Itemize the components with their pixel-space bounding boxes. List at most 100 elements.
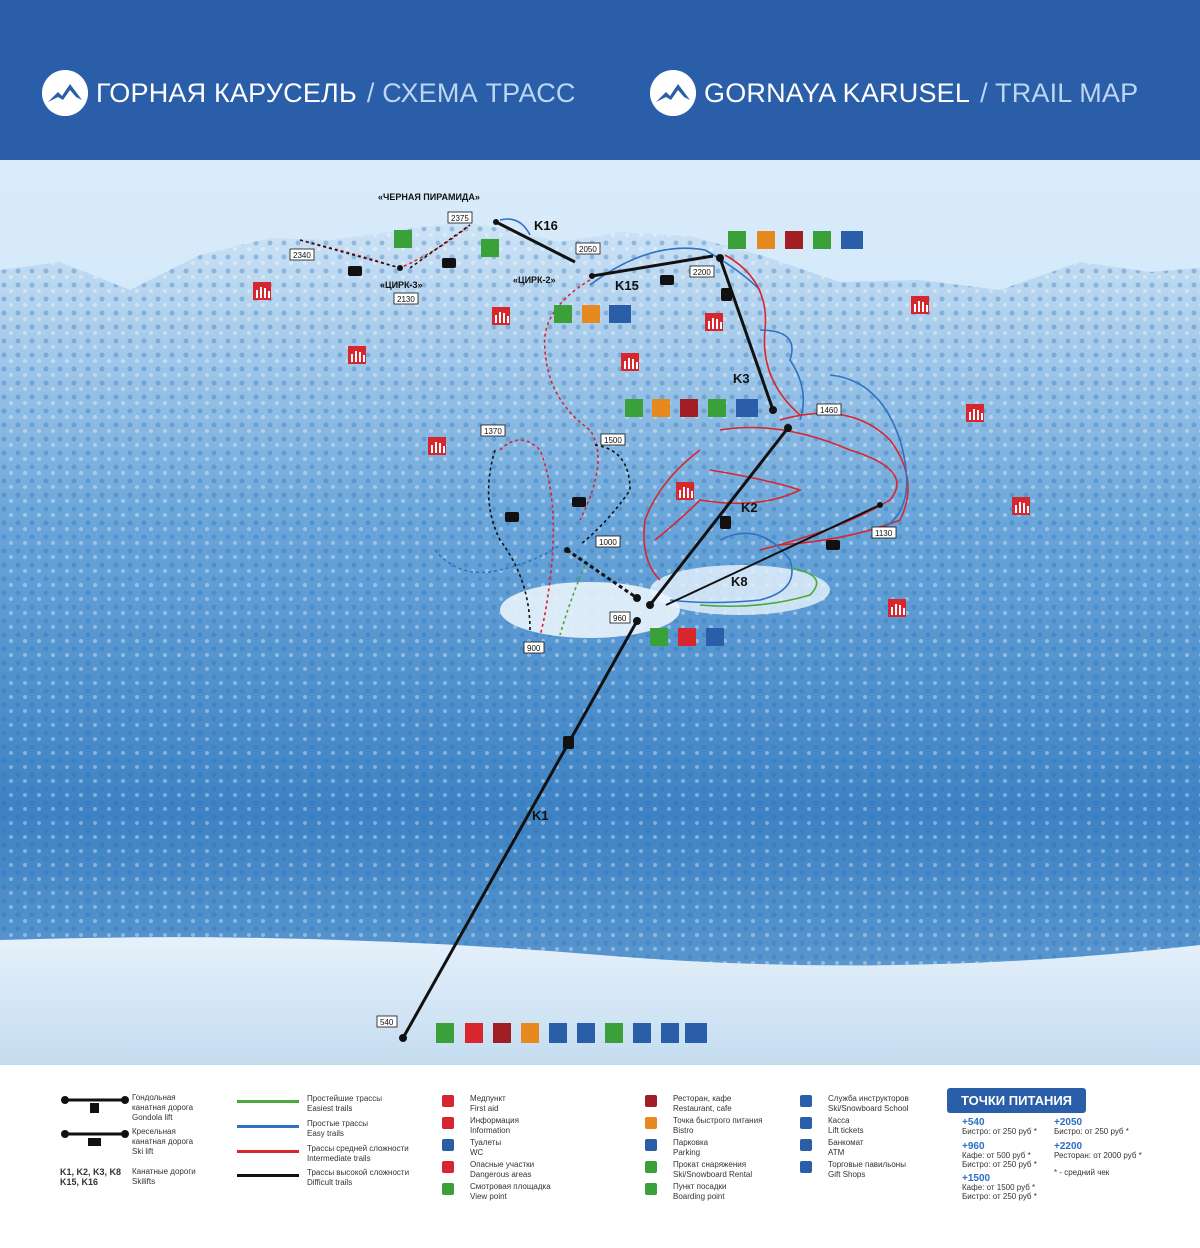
swatch-easiest: [237, 1100, 299, 1103]
cocktail-icon: [493, 1023, 511, 1043]
chairlift-icon: [505, 512, 519, 522]
svg-text:540: 540: [380, 1018, 394, 1027]
chairlift-icon: [572, 497, 586, 507]
gondola-lift-symbol: [61, 1096, 129, 1113]
parking-icon: [645, 1139, 657, 1151]
peak-name: «ЧЕРНАЯ ПИРАМИДА»: [378, 192, 480, 202]
lift-line-connector: [566, 548, 638, 600]
cocktail-icon: [645, 1095, 657, 1107]
legend-rental: Прокат снаряжения Ski/Snowboard Rental: [673, 1160, 753, 1179]
ski-school-icon: [706, 628, 724, 646]
wc-icon: [442, 1139, 454, 1151]
lift-label-k16: K16: [534, 218, 558, 233]
food-note: * - средний чек: [1054, 1168, 1110, 1177]
trail-red: [654, 469, 803, 541]
information-icon: [442, 1117, 454, 1129]
elevation-tag: 2130: [393, 292, 419, 305]
station-dot: [633, 617, 641, 625]
danger-hand-icon: [428, 437, 446, 455]
legend-easy: Простые трассы Easy trails: [307, 1119, 369, 1138]
danger-hand-icon: [966, 404, 984, 422]
lift-stations: [397, 219, 883, 1042]
wc-icon: [685, 1023, 707, 1043]
station-dot: [646, 601, 654, 609]
danger-hand-icon: [911, 296, 929, 314]
svg-text:1000: 1000: [599, 538, 617, 547]
brand-en: GORNAYA KARUSEL / TRAIL MAP: [650, 70, 1138, 116]
lift-label-k1: K1: [532, 808, 549, 823]
lift-label-k8: K8: [731, 574, 748, 589]
mountain-logo-icon: [42, 70, 88, 116]
title-en: GORNAYA KARUSEL: [704, 77, 971, 108]
danger-hand-icon: [492, 307, 510, 325]
services-960: [650, 628, 724, 646]
danger-hand-icon: [621, 353, 639, 371]
svg-text:2340: 2340: [293, 251, 311, 260]
trail-black-dashed: [487, 449, 531, 631]
svg-text:1460: 1460: [820, 406, 838, 415]
danger-hand-icon: [348, 346, 366, 364]
title-ru: ГОРНАЯ КАРУСЕЛЬ: [96, 77, 357, 108]
chairlift-icon: [660, 275, 674, 285]
boarding-icon: [481, 239, 499, 257]
elevation-tag: 2375: [447, 211, 473, 224]
food-points-panel: ТОЧКИ ПИТАНИЯ: [947, 1088, 1147, 1113]
burger-icon: [582, 305, 600, 323]
lift-label-k15: K15: [615, 278, 639, 293]
boarding-icon: [436, 1023, 454, 1043]
legend-ski-school: Служба инструкторов Ski/Snowboard School: [828, 1094, 909, 1113]
legend-atm: Банкомат ATM: [828, 1138, 864, 1157]
ticket-icon: [800, 1117, 812, 1129]
station-dot: [877, 502, 883, 508]
food-entry-1500: +1500 Кафе: от 1500 руб * Бистро: от 250…: [962, 1173, 1037, 1202]
danger-markers: [253, 282, 1030, 617]
chairlift-icon: [348, 266, 362, 276]
gondola-icon: [720, 516, 731, 529]
atm-icon: [800, 1139, 812, 1151]
svg-text:2200: 2200: [693, 268, 711, 277]
danger-hand-icon: [888, 599, 906, 617]
subtitle-en: / TRAIL MAP: [980, 77, 1139, 108]
elevation-tag: 2050: [575, 242, 601, 255]
elevation-tag: 1130: [871, 526, 897, 539]
legend-restaurant: Ресторан, кафе Restaurant, cafe: [673, 1094, 732, 1113]
binoculars-icon: [813, 231, 831, 249]
trail-red-dashed: [543, 279, 599, 521]
boarding-icon: [394, 230, 412, 248]
mountain-logo-icon: [650, 70, 696, 116]
lift-line-k3: [718, 257, 775, 411]
trail-map: K16 K15 K3 K2 K8 K1 «ЧЕРНАЯ ПИРАМИДА» «Ц…: [0, 160, 1200, 1065]
zone-cirk3: «ЦИРК-3»: [380, 280, 423, 290]
trail-green-dashed: [559, 564, 586, 636]
legend-boarding: Пункт посадки Boarding point: [673, 1182, 727, 1201]
trail-blue-dashed: [434, 544, 561, 574]
legend-easiest: Простейшие трассы Easiest trails: [307, 1094, 383, 1113]
gondola-cabins: [348, 258, 840, 749]
wc-icon: [736, 399, 758, 417]
svg-text:900: 900: [527, 644, 541, 653]
boarding-icon: [554, 305, 572, 323]
ski-boot-icon: [605, 1023, 623, 1043]
binoculars-icon: [708, 399, 726, 417]
services-2200: [728, 231, 863, 249]
trail-blue: [759, 329, 805, 421]
food-entry-960: +960 Кафе: от 500 руб * Бистро: от 250 р…: [962, 1141, 1037, 1170]
swatch-easy: [237, 1125, 299, 1128]
parking-icon: [661, 1023, 679, 1043]
trail-black-dashed: [579, 444, 631, 546]
lift-line-k2: [648, 427, 790, 606]
header-banner: ГОРНАЯ КАРУСЕЛЬ / СХЕМА ТРАСС GORNAYA KA…: [0, 0, 1200, 160]
lift-line-k16: [495, 220, 576, 264]
elevation-tag: 900: [523, 641, 545, 654]
atm-icon: [577, 1023, 595, 1043]
danger-hand-icon: [253, 282, 271, 300]
ticket-icon: [549, 1023, 567, 1043]
legend-intermediate: Трассы средней сложности Intermediate tr…: [307, 1144, 409, 1163]
station-dot: [633, 594, 641, 602]
subtitle-ru: / СХЕМА ТРАСС: [366, 77, 576, 108]
station-dot: [564, 547, 570, 553]
legend-skilifts-label: Канатные дороги Skilifts: [132, 1167, 196, 1186]
gondola-icon: [563, 736, 574, 749]
trail-red: [643, 449, 701, 581]
elevation-tag: 540: [376, 1015, 398, 1028]
